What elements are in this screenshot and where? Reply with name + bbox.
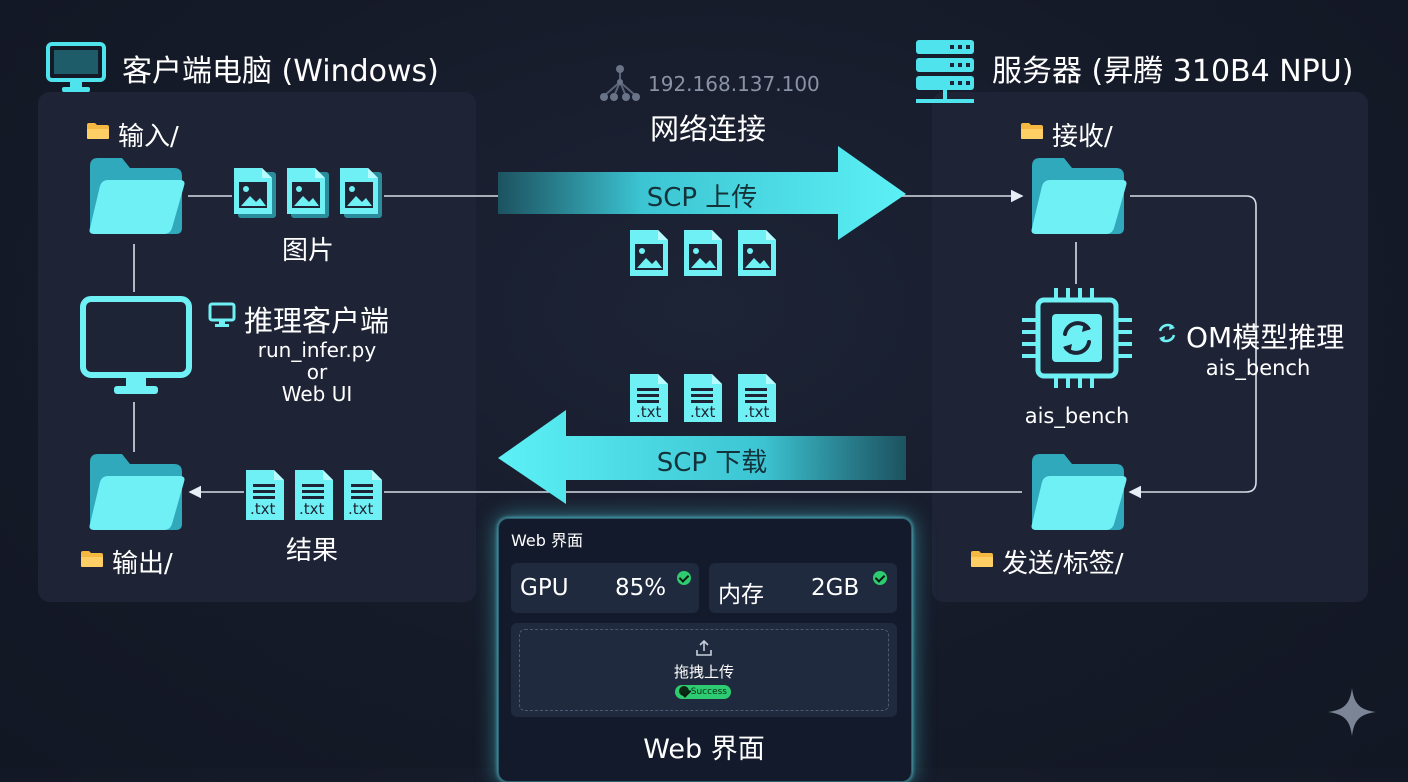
drop-zone[interactable] <box>519 629 889 711</box>
image-file-icon <box>340 168 382 218</box>
server-title: 服务器 (昇腾 310B4 NPU) <box>992 54 1354 89</box>
drop-label: 拖拽上传 <box>673 663 735 681</box>
server-rack-icon <box>916 40 974 103</box>
npu-chip-icon <box>1022 288 1132 388</box>
results-label: 结果 <box>285 536 339 566</box>
gpu-value: 85% <box>615 575 667 601</box>
output-folder-icon <box>89 454 185 530</box>
txt-file-icon <box>684 374 722 422</box>
txt-ext-label: .txt <box>690 403 716 421</box>
infer-client-or: or <box>306 360 328 384</box>
txt-file-icon <box>630 374 668 422</box>
check-icon <box>873 571 887 585</box>
web-ui-panel: Web 界面 GPU 85% 内存 2GB 拖拽上传 Success Web 界… <box>498 518 912 782</box>
image-file-icon <box>234 168 276 218</box>
txt-file-icon <box>344 470 382 520</box>
memory-card: 内存 2GB <box>709 563 897 613</box>
om-model-title: OM模型推理 <box>1186 321 1345 354</box>
small-folder-icon <box>1021 123 1043 139</box>
infer-client-title: 推理客户端 <box>244 304 390 338</box>
txt-ext-label: .txt <box>348 500 374 518</box>
desktop-icon <box>208 302 236 327</box>
client-title: 客户端电脑 (Windows) <box>122 54 439 89</box>
txt-file-icon <box>738 374 776 422</box>
output-folder-label: 输出/ <box>112 549 173 579</box>
images-label: 图片 <box>281 236 335 266</box>
image-file-icon <box>630 230 668 276</box>
small-folder-icon <box>81 551 103 567</box>
refresh-icon <box>1158 323 1176 343</box>
monitor-icon <box>46 42 106 92</box>
upload-card <box>511 623 897 717</box>
gpu-label: GPU <box>520 575 569 601</box>
txt-ext-label: .txt <box>299 500 325 518</box>
memory-value: 2GB <box>811 575 860 601</box>
check-icon <box>679 686 689 696</box>
om-model-sub: ais_bench <box>1205 356 1311 380</box>
web-footer: Web 界面 <box>643 734 765 765</box>
scp-upload-label: SCP 上传 <box>646 183 758 213</box>
chip-label: ais_bench <box>1024 404 1130 428</box>
small-folder-icon <box>87 123 109 139</box>
download-arrow <box>498 410 906 504</box>
network-title: 网络连接 <box>649 112 767 146</box>
txt-file-icon <box>295 470 333 520</box>
send-folder-label: 发送/标签/ <box>1002 549 1124 579</box>
client-monitor-icon <box>80 296 192 394</box>
input-folder-label: 输入/ <box>118 122 179 152</box>
small-folder-icon <box>971 551 993 567</box>
receive-folder-icon <box>1031 158 1127 234</box>
network-ip: 192.168.137.100 <box>648 72 820 96</box>
send-folder-icon <box>1031 454 1127 530</box>
upload-arrow <box>498 146 906 240</box>
input-folder-icon <box>89 158 185 234</box>
image-file-icon <box>738 230 776 276</box>
txt-ext-label: .txt <box>744 403 770 421</box>
sparkle-icon <box>1328 688 1376 736</box>
scp-download-label: SCP 下载 <box>656 448 768 478</box>
infer-client-webui: Web UI <box>281 382 353 406</box>
txt-ext-label: .txt <box>250 500 276 518</box>
web-header: Web 界面 <box>511 531 583 550</box>
network-icon <box>600 65 640 101</box>
server-panel <box>932 92 1368 602</box>
image-file-icon <box>684 230 722 276</box>
upload-icon <box>696 639 712 656</box>
receive-folder-label: 接收/ <box>1052 122 1113 152</box>
txt-file-icon <box>246 470 284 520</box>
memory-label: 内存 <box>718 582 764 608</box>
check-icon <box>677 571 691 585</box>
image-file-icon <box>287 168 329 218</box>
gpu-card: GPU 85% <box>511 563 699 613</box>
infer-client-script: run_infer.py <box>257 338 377 362</box>
txt-ext-label: .txt <box>636 403 662 421</box>
